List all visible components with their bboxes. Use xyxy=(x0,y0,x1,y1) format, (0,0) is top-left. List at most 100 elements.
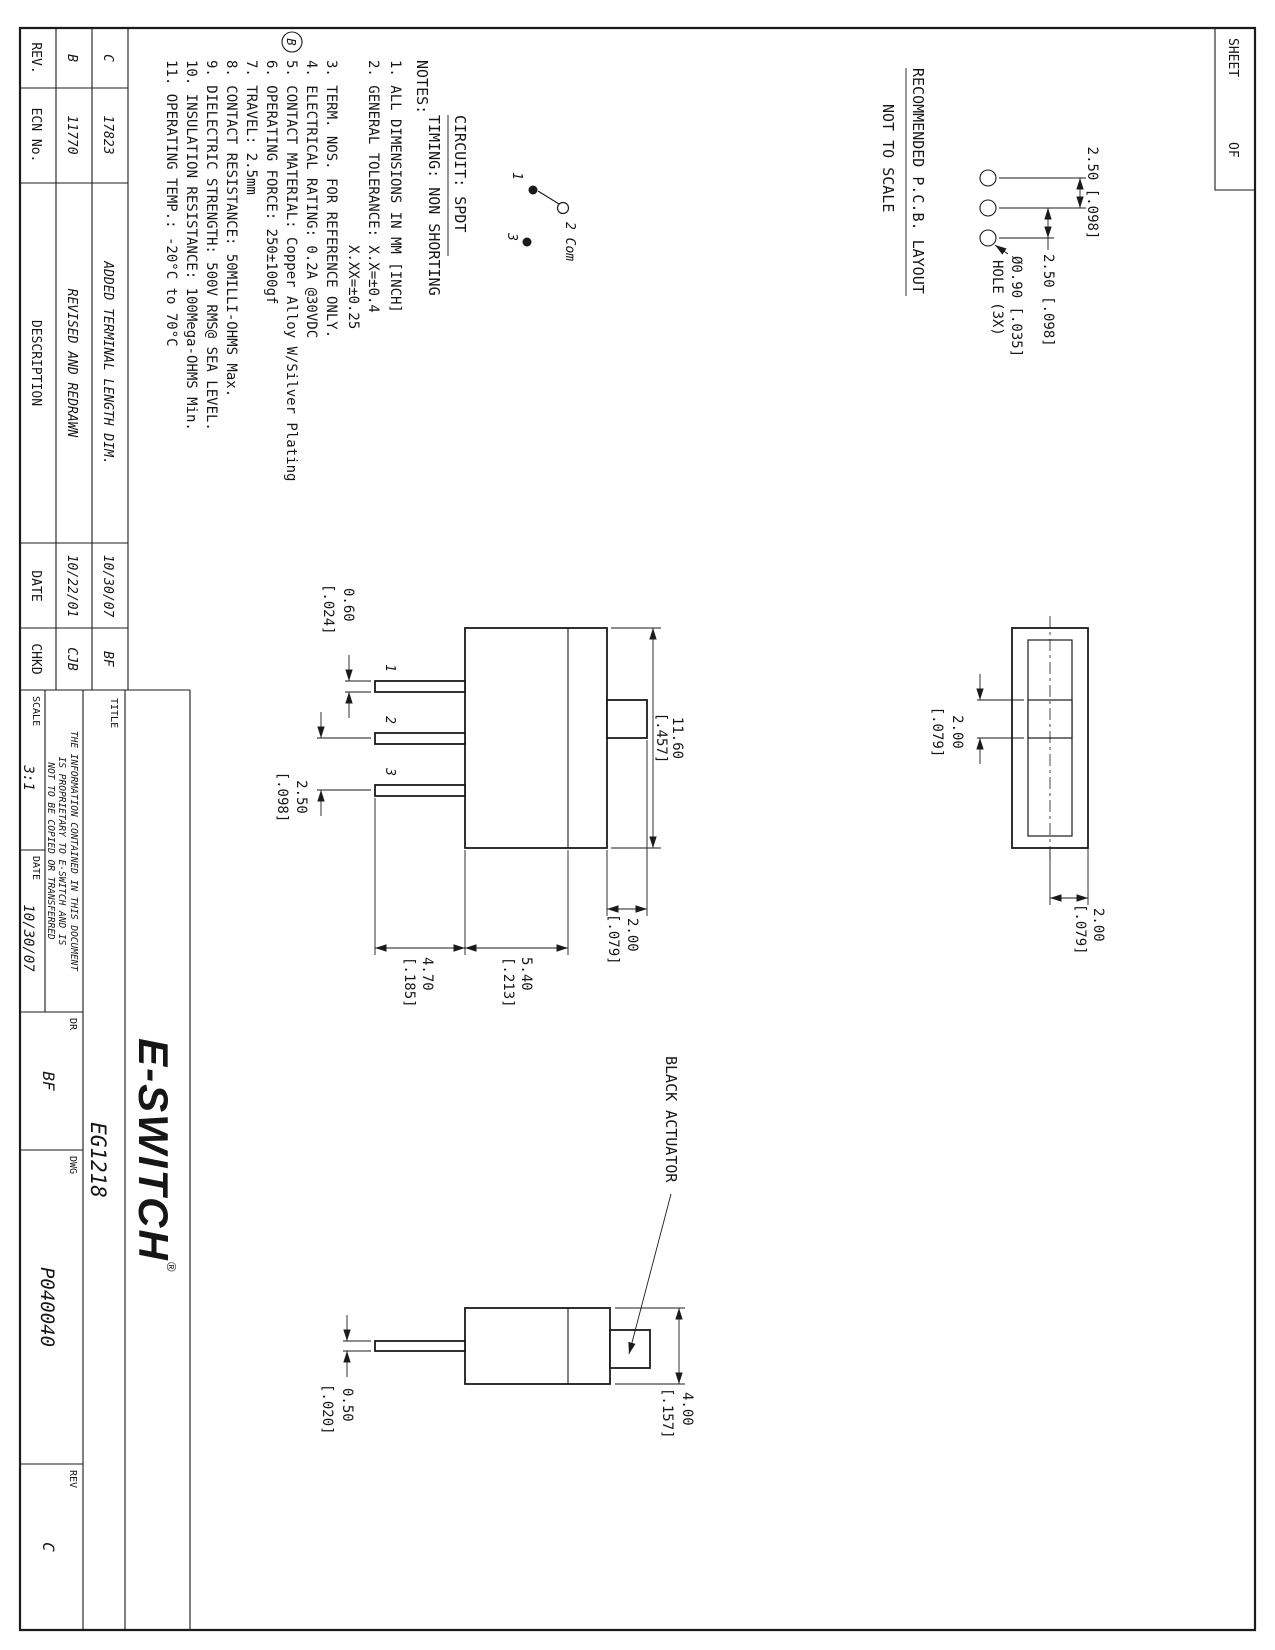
rev-label: REV xyxy=(67,1470,78,1488)
title-block-grid xyxy=(20,689,191,1630)
date-label: DATE xyxy=(30,856,41,880)
revision-balloon-letter: B xyxy=(284,38,298,45)
sheet-box: SHEET OF xyxy=(1214,28,1255,191)
pcb-layout-section: 2.50 [.098] 2.50 [.098] Ø0.90 [.035] HOL… xyxy=(879,68,1100,357)
registered-trademark-icon: ® xyxy=(164,1262,179,1272)
dim-body-length-in: [.457] xyxy=(653,713,669,764)
sheet-label: SHEET xyxy=(1225,38,1240,77)
pin-label-2: 2 xyxy=(382,716,397,724)
pcb-hole-leader xyxy=(994,244,1009,255)
rev-row-b-description: REVISED AND REDRAWN xyxy=(64,289,79,438)
note-item-2b: X.XX=±0.25 xyxy=(345,245,361,329)
date-value: 10/30/07 xyxy=(20,904,36,972)
note-item-8: 8. CONTACT RESISTANCE: 50MILLI-OHMS Max. xyxy=(223,60,239,397)
company-logo: E-SWITCH xyxy=(130,1038,177,1262)
right-chain-extension-lines xyxy=(374,798,569,955)
proprietary-line-2: IS PROPRIETARY TO E-SWITCH AND IS xyxy=(56,757,67,946)
note-item-2: 2. GENERAL TOLERANCE: X.X=±0.4 xyxy=(365,60,381,313)
terminal-label-2-com: 2 Com xyxy=(562,222,577,261)
terminal-label-3: 3 xyxy=(504,232,519,241)
black-actuator-label: BLACK ACTUATOR xyxy=(662,1056,680,1183)
side-view-pin xyxy=(374,1340,466,1352)
notes-block: NOTES: 1. ALL DIMENSIONS IN MM [INCH] 2.… xyxy=(163,31,431,481)
part-number: EG1218 xyxy=(86,1122,110,1198)
terminal-3-contact xyxy=(522,237,532,247)
rev-header-description: DESCRIPTION xyxy=(28,320,43,406)
dim-side-terminal-thickness-mm: 0.50 xyxy=(339,1388,355,1422)
scale-label: SCALE xyxy=(30,696,41,726)
front-view: 1 2 3 11.60 [.457] 2.00 [.079] 5.40 [.21… xyxy=(274,584,685,1008)
rev-row-b-rev: B xyxy=(64,54,79,62)
dim-side-terminal-thickness-in: [.020] xyxy=(319,1384,335,1435)
side-view: 4.00 [.157] 0.50 [.020] BLACK ACTUATOR xyxy=(319,1056,695,1439)
border-frame xyxy=(18,26,1257,1632)
rev-row-b-chkd: CJB xyxy=(64,647,79,671)
dwg-label: DWG xyxy=(67,1156,78,1174)
top-width-extension-lines xyxy=(1049,848,1089,905)
actuator-width-extension-lines xyxy=(977,699,1024,739)
revision-table-grid xyxy=(20,28,129,690)
pcb-hole-quantity: HOLE (3X) xyxy=(989,260,1005,336)
rev-row-b-date: 10/22/01 xyxy=(64,555,79,618)
pcb-hole-diameter: Ø0.90 [.035] xyxy=(1008,256,1024,357)
dim-actuator-width-in: [.079] xyxy=(929,707,945,758)
dr-value: BF xyxy=(39,1071,58,1091)
rev-row-c-ecn: 17823 xyxy=(100,115,115,154)
pcb-layout-subtitle: NOT TO SCALE xyxy=(879,104,897,212)
rev-header-date: DATE xyxy=(28,570,43,601)
proprietary-line-1: THE INFORMATION CONTAINED IN THIS DOCUME… xyxy=(68,731,79,972)
pcb-extension-lines xyxy=(999,177,1086,239)
rev-value: C xyxy=(39,1542,58,1552)
dim-body-width-mm: 4.00 xyxy=(679,1392,695,1426)
note-item-3: 3. TERM. NOS. FOR REFERENCE ONLY. xyxy=(323,60,339,338)
rev-row-b-ecn: 11770 xyxy=(64,115,79,154)
pin-thickness-extension-lines xyxy=(345,680,371,693)
note-item-9: 9. DIELECTRIC STRENGTH: 500V RMS@ SEA LE… xyxy=(203,60,219,431)
note-item-7: 7. TRAVEL: 2.5mm xyxy=(243,60,259,195)
dim-terminal-length-in: [.185] xyxy=(401,957,417,1008)
note-item-6: 6. OPERATING FORCE: 250±100gf xyxy=(263,60,279,304)
pin-pitch-extension-lines xyxy=(317,737,371,791)
sheet-box-outline xyxy=(1214,28,1255,191)
dim-actuator-height-mm: 2.00 xyxy=(624,918,640,952)
front-view-pin-1 xyxy=(374,680,466,693)
rev-row-c-date: 10/30/07 xyxy=(100,555,115,618)
note-item-11: 11. OPERATING TEMP.: -20°C to 70°C xyxy=(163,60,179,347)
dim-top-half-width-in: [.079] xyxy=(1072,904,1088,955)
of-label: OF xyxy=(1225,142,1240,158)
dim-terminal-length-mm: 4.70 xyxy=(419,957,435,991)
dim-terminal-thickness-in: [.024] xyxy=(320,584,336,635)
body-width-extension-lines xyxy=(615,1307,685,1385)
dim-body-width-in: [.157] xyxy=(659,1388,675,1439)
front-view-pin-3 xyxy=(374,784,466,797)
note-item-5: 5. CONTACT MATERIAL: Copper Alloy W/Silv… xyxy=(283,60,299,481)
circuit-section: 1 3 2 Com CIRCUIT: SPDT TIMING: NON SHOR… xyxy=(425,115,577,296)
dwg-value: P040040 xyxy=(36,1267,58,1347)
top-view: 2.00 [.079] 2.00 [.079] xyxy=(929,616,1106,955)
circuit-timing: TIMING: NON SHORTING xyxy=(425,115,443,296)
pcb-dim-pitch-1: 2.50 [.098] xyxy=(1084,147,1100,240)
side-view-body xyxy=(464,1307,611,1385)
rev-row-c-description: ADDED TERMINAL LENGTH DIM. xyxy=(100,260,115,465)
dim-body-length-mm: 11.60 xyxy=(669,717,685,759)
rev-header-chkd: CHKD xyxy=(28,643,43,674)
terminal-1-contact xyxy=(528,185,538,195)
pcb-dim-pitch-2: 2.50 [.098] xyxy=(1040,254,1056,347)
switch-lever-line xyxy=(537,190,560,205)
dr-label: DR xyxy=(67,1018,78,1031)
rev-header-ecn: ECN No. xyxy=(28,108,43,163)
side-pin-extension-lines xyxy=(343,1340,371,1352)
dim-top-half-width-mm: 2.00 xyxy=(1090,908,1106,942)
dim-terminal-pitch-mm: 2.50 xyxy=(293,780,309,814)
terminal-2-common-contact xyxy=(556,201,570,215)
revision-table: C 17823 ADDED TERMINAL LENGTH DIM. 10/30… xyxy=(20,28,129,690)
circuit-title: CIRCUIT: SPDT xyxy=(451,115,469,232)
proprietary-line-3: NOT TO BE COPIED OR TRANSFERRED xyxy=(45,761,56,940)
note-item-10: 10. INSULATION RESISTANCE: 100Mega-OHMS … xyxy=(183,60,199,431)
dim-actuator-height-in: [.079] xyxy=(605,914,621,965)
black-actuator-leader xyxy=(628,1193,672,1355)
pin-label-3: 3 xyxy=(382,767,397,776)
dim-terminal-pitch-in: [.098] xyxy=(274,772,290,823)
